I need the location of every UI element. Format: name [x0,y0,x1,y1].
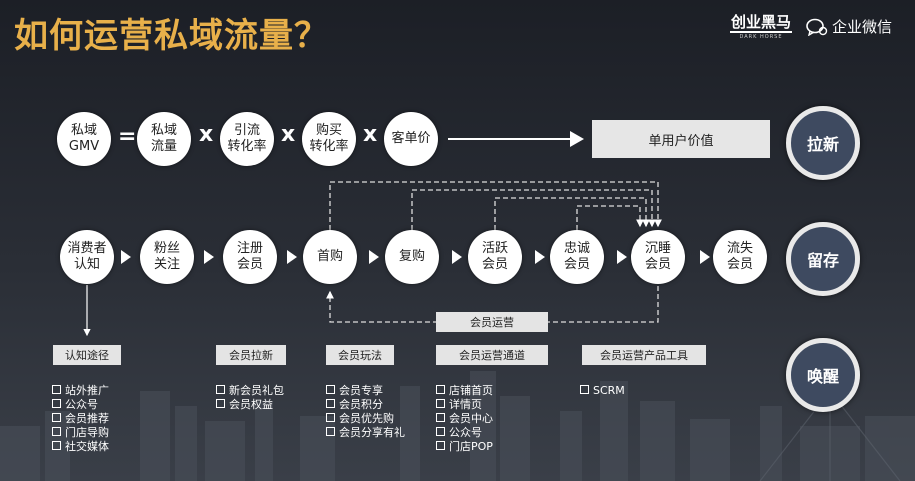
page-title: 如何运营私域流量？ [14,16,329,56]
funnel-repurchase: 复购 [385,230,439,284]
multiply-operator-3: x [363,122,378,147]
list-item: 会员中心 [436,412,493,426]
chat-bubble-icon [806,18,828,36]
chevron-1 [121,250,131,264]
funnel-active-member: 活跃会员 [468,230,522,284]
logo-brand-subtext: DARK HORSE [730,31,792,40]
list-item: 社交媒体 [52,440,109,454]
category-member-acquisition: 会员拉新 [216,345,286,365]
chevron-8 [700,250,710,264]
list-item: 会员权益 [216,398,284,412]
chevron-7 [617,250,627,264]
list-item: 门店导购 [52,426,109,440]
list-item: 站外推广 [52,384,109,398]
funnel-dormant-member: 沉睡会员 [631,230,685,284]
chevron-6 [535,250,545,264]
list-item: 店铺首页 [436,384,493,398]
category-product-tools: 会员运营产品工具 [582,345,706,365]
stage-retention: 留存 [786,222,860,296]
category-operation-channels: 会员运营通道 [436,345,548,365]
formula-item-traffic: 私域流量 [137,112,191,166]
funnel-awareness: 消费者认知 [60,230,114,284]
list-item: 新会员礼包 [216,384,284,398]
formula-item-purchase-conversion: 购买转化率 [302,112,356,166]
multiply-operator-1: x [199,122,214,147]
list-item: 会员积分 [326,398,405,412]
funnel-first-purchase: 首购 [303,230,357,284]
city-skyline-background [0,371,915,481]
loop-line-4 [576,205,644,230]
category-awareness-channels: 认知途径 [53,345,121,365]
list-item: 公众号 [52,398,109,412]
list-item: 会员分享有礼 [326,426,405,440]
funnel-follow: 粉丝关注 [140,230,194,284]
funnel-lost-member: 流失会员 [713,230,767,284]
list-item: 门店POP [436,440,493,454]
formula-item-traffic-conversion: 引流转化率 [220,112,274,166]
multiply-operator-2: x [281,122,296,147]
list-product-tools: SCRM [580,384,625,398]
chevron-4 [369,250,379,264]
wechat-work-label: 企业微信 [832,18,893,36]
list-member-acquisition: 新会员礼包 会员权益 [216,384,284,412]
list-item: 详情页 [436,398,493,412]
loop-line-2 [411,189,656,230]
formula-item-avg-order-value: 客单价 [384,112,438,166]
list-awareness-channels: 站外推广 公众号 会员推荐 门店导购 社交媒体 [52,384,109,454]
chevron-5 [452,250,462,264]
stage-reactivation: 唤醒 [786,338,860,412]
member-operation-label: 会员运营 [436,312,548,332]
wechat-work-logo: 企业微信 [806,16,892,37]
loop-line-3 [494,197,650,230]
stage-acquisition: 拉新 [786,106,860,180]
chevron-3 [287,250,297,264]
darkhorse-logo: 创业黑马 DARK HORSE [730,14,792,40]
funnel-loyal-member: 忠诚会员 [550,230,604,284]
list-item: 会员优先购 [326,412,405,426]
chevron-2 [204,250,214,264]
category-member-play: 会员玩法 [326,345,394,365]
loop-line-1 [329,181,662,230]
list-member-play: 会员专享 会员积分 会员优先购 会员分享有礼 [326,384,405,440]
equals-operator: = [118,124,137,149]
funnel-register: 注册会员 [223,230,277,284]
list-item: 会员推荐 [52,412,109,426]
user-value-box: 单用户价值 [592,120,770,158]
logo-brand-text: 创业黑马 [730,13,791,31]
list-item: 公众号 [436,426,493,440]
list-item: 会员专享 [326,384,405,398]
list-operation-channels: 店铺首页 详情页 会员中心 公众号 门店POP [436,384,493,454]
list-item: SCRM [580,384,625,398]
